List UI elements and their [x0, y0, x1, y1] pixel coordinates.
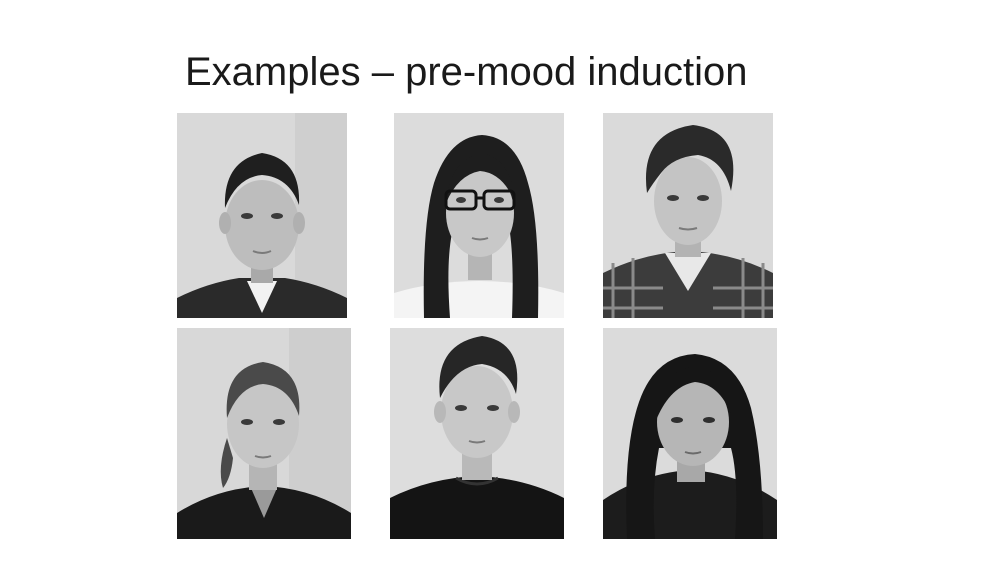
portrait-photo-6 [603, 328, 777, 539]
portrait-photo-icon [177, 113, 347, 318]
portrait-photo-icon [394, 113, 564, 318]
portrait-photo-1 [177, 113, 347, 318]
portrait-photo-2 [394, 113, 564, 318]
portrait-photo-3 [603, 113, 773, 318]
slide-title: Examples – pre-mood induction [185, 50, 748, 94]
portrait-photo-icon [603, 328, 777, 539]
portrait-photo-4 [177, 328, 351, 539]
portrait-photo-icon [177, 328, 351, 539]
portrait-photo-5 [390, 328, 564, 539]
portrait-photo-icon [390, 328, 564, 539]
portrait-photo-icon [603, 113, 773, 318]
